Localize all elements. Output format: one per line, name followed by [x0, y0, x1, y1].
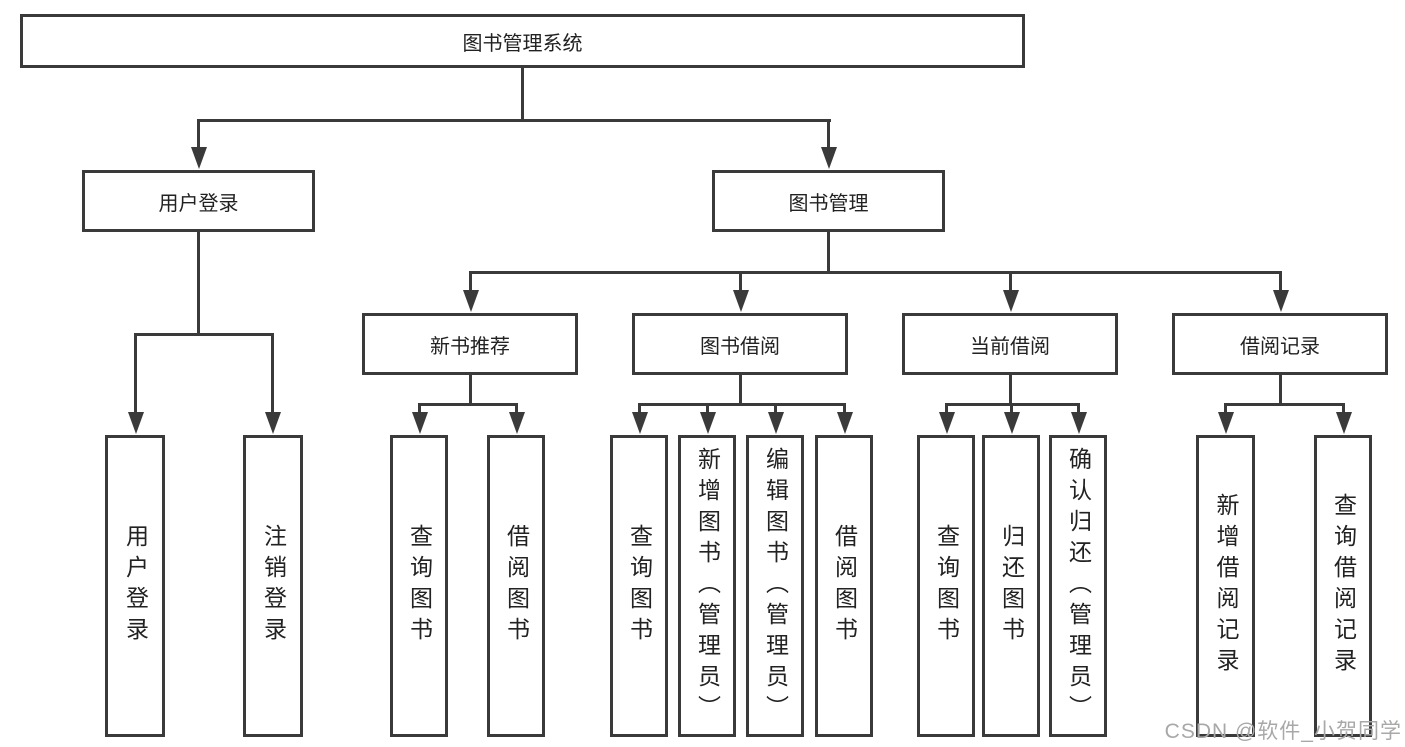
- connector-line: [197, 232, 200, 335]
- arrow-connector: [134, 333, 137, 413]
- connector-line: [521, 68, 524, 121]
- leaf-query-borrow-record: 查询借阅记录: [1314, 435, 1372, 737]
- connector-line: [827, 232, 830, 273]
- arrow-connector: [739, 271, 742, 291]
- arrow-connector: [843, 403, 846, 413]
- leaf-add-borrow-record: 新增借阅记录: [1196, 435, 1255, 737]
- leaf-borrow-books-borrowing: 借阅图书: [815, 435, 873, 737]
- arrow-connector: [469, 271, 472, 291]
- arrow-connector: [1009, 271, 1012, 291]
- connector-line: [469, 271, 1282, 274]
- arrow-connector: [1279, 271, 1282, 291]
- leaf-user-login: 用户登录: [105, 435, 165, 737]
- connector-line: [1224, 403, 1344, 406]
- arrow-connector: [1010, 403, 1013, 413]
- arrow-connector: [706, 403, 709, 413]
- connector-line: [638, 403, 846, 406]
- arrow-connector: [638, 403, 641, 413]
- leaf-query-books-recommend: 查询图书: [390, 435, 448, 737]
- node-book-management: 图书管理: [712, 170, 945, 232]
- node-user-login: 用户登录: [82, 170, 315, 232]
- node-borrowing-records: 借阅记录: [1172, 313, 1388, 375]
- arrow-connector: [418, 403, 421, 413]
- arrow-connector: [271, 333, 274, 413]
- arrow-connector: [945, 403, 948, 413]
- arrow-connector: [197, 119, 200, 148]
- arrow-connector: [1342, 403, 1345, 413]
- connector-line: [418, 403, 518, 406]
- node-current-borrowing: 当前借阅: [902, 313, 1118, 375]
- leaf-add-book-admin: 新增图书（管理员）: [678, 435, 736, 737]
- leaf-return-book: 归还图书: [982, 435, 1040, 737]
- leaf-borrow-books-recommend: 借阅图书: [487, 435, 545, 737]
- node-library-management-system: 图书管理系统: [20, 14, 1025, 68]
- connector-line: [197, 119, 831, 122]
- leaf-edit-book-admin: 编辑图书（管理员）: [746, 435, 804, 737]
- arrow-connector: [515, 403, 518, 413]
- arrow-connector: [1224, 403, 1227, 413]
- connector-line: [1009, 375, 1012, 406]
- leaf-confirm-return-admin: 确认归还（管理员）: [1049, 435, 1107, 737]
- arrow-connector: [1077, 403, 1080, 413]
- connector-line: [469, 375, 472, 406]
- leaf-query-books-borrowing: 查询图书: [610, 435, 668, 737]
- arrow-connector: [774, 403, 777, 413]
- connector-line: [134, 333, 274, 336]
- node-book-borrowing: 图书借阅: [632, 313, 848, 375]
- connector-line: [739, 375, 742, 406]
- connector-line: [1279, 375, 1282, 406]
- leaf-query-books-current: 查询图书: [917, 435, 975, 737]
- watermark-text: CSDN @软件_小贺同学: [1164, 720, 1402, 743]
- node-new-book-recommendation: 新书推荐: [362, 313, 578, 375]
- leaf-logout: 注销登录: [243, 435, 303, 737]
- arrow-connector: [827, 119, 830, 148]
